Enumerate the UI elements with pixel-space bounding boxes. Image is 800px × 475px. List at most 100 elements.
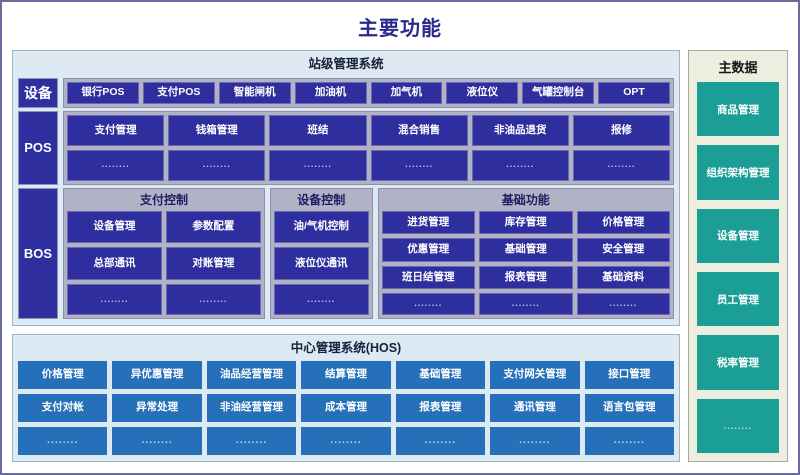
hos-cell[interactable]: 异优惠管理	[112, 361, 202, 389]
device-cell[interactable]: 加油机	[294, 82, 367, 104]
hos-cell[interactable]: 支付网关管理	[490, 361, 580, 389]
bos-cell[interactable]: 基础资料	[576, 265, 670, 290]
hos-cell[interactable]: 语言包管理	[584, 394, 674, 422]
pos-cell[interactable]: 混合销售	[370, 115, 468, 146]
hos-cell-more[interactable]: ........	[301, 427, 391, 455]
bos-cell-more[interactable]: ........	[576, 293, 670, 316]
hos-cell[interactable]: 异常处理	[112, 394, 202, 422]
tier-row-pos: POS 支付管理 钱箱管理 班结 混合销售 非油品退货 报修 ........	[18, 111, 674, 185]
hos-cell-more[interactable]: ........	[395, 427, 486, 455]
bos-cell-more[interactable]: ........	[67, 283, 162, 315]
hos-cell[interactable]: 结算管理	[301, 361, 391, 389]
pos-cell-row: 支付管理 钱箱管理 班结 混合销售 非油品退货 报修	[67, 115, 671, 146]
device-cell[interactable]: 支付POS	[142, 82, 215, 104]
pos-cell[interactable]: 班结	[269, 115, 367, 146]
bos-cell[interactable]: 设备管理	[67, 210, 162, 244]
bos-cell-row: 油/气机控制	[273, 210, 369, 244]
hos-cell[interactable]: 油品经营管理	[206, 361, 297, 389]
bos-cell[interactable]: 进货管理	[381, 210, 475, 235]
bos-group-title: 基础功能	[501, 192, 550, 207]
hos-grid: 价格管理 异优惠管理 油品经营管理 结算管理 基础管理 支付网关管理 接口管理 …	[18, 361, 674, 455]
tier-label-device: 设备	[18, 78, 58, 108]
pos-cell-more[interactable]: ........	[370, 149, 468, 181]
hos-cell[interactable]: 通讯管理	[490, 394, 580, 422]
sidebar-item-more[interactable]: ........	[697, 398, 779, 453]
bos-cell-row-more: ........ ........ ........	[381, 293, 670, 316]
bos-cell[interactable]: 优惠管理	[381, 238, 475, 262]
bos-cell[interactable]: 液位仪通讯	[273, 247, 369, 280]
pos-cell-more[interactable]: ........	[168, 149, 266, 181]
bos-group-payment-control: 支付控制 设备管理 参数配置 总部通讯 对账管理	[63, 187, 265, 319]
bos-cell-more[interactable]: ........	[165, 283, 261, 315]
bos-cell[interactable]: 班日结管理	[381, 265, 475, 290]
tier-body-device: 银行POS 支付POS 智能闸机 加油机 加气机 液位仪 气罐控制台 OPT	[63, 78, 674, 108]
hos-cell-row-more: ........ ........ ........ ........ ....…	[18, 427, 674, 455]
hos-cell[interactable]: 价格管理	[18, 361, 108, 389]
bos-cell[interactable]: 价格管理	[576, 210, 670, 235]
station-management-panel: 站级管理系统 设备 银行POS 支付POS 智能闸机 加油机 加气机 液位仪 气…	[12, 50, 680, 326]
hos-cell-more[interactable]: ........	[206, 427, 297, 455]
pos-cell[interactable]: 支付管理	[67, 115, 165, 146]
sidebar-items: 商品管理 组织架构管理 设备管理 员工管理 税率管理 ........	[697, 82, 779, 453]
hos-cell[interactable]: 支付对帐	[18, 394, 108, 422]
pos-cell-more[interactable]: ........	[572, 149, 671, 181]
bos-cell-more[interactable]: ........	[273, 283, 369, 315]
bos-cell-row: 设备管理 参数配置	[67, 210, 261, 244]
device-cell[interactable]: 液位仪	[446, 82, 519, 104]
pos-cell[interactable]: 非油品退货	[471, 115, 569, 146]
sidebar-item-device[interactable]: 设备管理	[697, 208, 779, 263]
device-cell-row: 银行POS 支付POS 智能闸机 加油机 加气机 液位仪 气罐控制台 OPT	[67, 82, 670, 104]
pos-cell-more[interactable]: ........	[471, 149, 569, 181]
hos-panel: 中心管理系统(HOS) 价格管理 异优惠管理 油品经营管理 结算管理 基础管理 …	[12, 334, 680, 462]
left-column: 站级管理系统 设备 银行POS 支付POS 智能闸机 加油机 加气机 液位仪 气…	[12, 50, 680, 462]
bos-cell-more[interactable]: ........	[381, 293, 475, 316]
bos-cell[interactable]: 油/气机控制	[273, 210, 369, 244]
bos-cell[interactable]: 报表管理	[479, 265, 573, 290]
diagram-body: 站级管理系统 设备 银行POS 支付POS 智能闸机 加油机 加气机 液位仪 气…	[12, 50, 788, 462]
bos-cell[interactable]: 总部通讯	[67, 247, 162, 280]
hos-cell[interactable]: 非油经营管理	[206, 394, 297, 422]
bos-group-title: 支付控制	[139, 192, 188, 207]
sidebar-item-org-structure[interactable]: 组织架构管理	[697, 145, 779, 200]
bos-cell-more[interactable]: ........	[479, 293, 573, 316]
bos-cell[interactable]: 对账管理	[165, 247, 261, 280]
pos-cell-more[interactable]: ........	[67, 149, 165, 181]
bos-cell[interactable]: 安全管理	[576, 238, 670, 262]
tier-label-pos: POS	[18, 111, 58, 185]
bos-cell-row: 液位仪通讯	[273, 247, 369, 280]
bos-group-body: 进货管理 库存管理 价格管理 优惠管理 基础管理 安全管理	[381, 210, 670, 316]
bos-cell[interactable]: 参数配置	[165, 210, 261, 244]
bos-cell[interactable]: 基础管理	[479, 238, 573, 262]
tier-label-bos: BOS	[18, 187, 58, 319]
device-cell[interactable]: 银行POS	[67, 82, 139, 104]
device-cell[interactable]: OPT	[598, 82, 670, 104]
bos-cell-row: 进货管理 库存管理 价格管理	[381, 210, 670, 235]
hos-cell-row: 支付对帐 异常处理 非油经营管理 成本管理 报表管理 通讯管理 语言包管理	[18, 394, 674, 422]
pos-cell-row-more: ........ ........ ........ ........ ....…	[67, 149, 671, 181]
pos-cell[interactable]: 钱箱管理	[168, 115, 266, 146]
tier-row-bos: BOS 支付控制 设备管理 参数配置 总部通讯	[18, 187, 674, 319]
sidebar-item-tax-rate[interactable]: 税率管理	[697, 335, 779, 390]
hos-cell[interactable]: 报表管理	[395, 394, 486, 422]
sidebar-item-employee[interactable]: 员工管理	[697, 271, 779, 327]
hos-cell-more[interactable]: ........	[584, 427, 674, 455]
bos-groups: 支付控制 设备管理 参数配置 总部通讯 对账管理	[63, 187, 674, 319]
device-cell[interactable]: 加气机	[370, 82, 443, 104]
hos-cell[interactable]: 接口管理	[584, 361, 674, 389]
bos-cell-row-more: ........	[273, 283, 369, 315]
tier-row-device: 设备 银行POS 支付POS 智能闸机 加油机 加气机 液位仪 气罐控制台 OP…	[18, 78, 674, 108]
hos-cell[interactable]: 基础管理	[395, 361, 486, 389]
hos-cell[interactable]: 成本管理	[301, 394, 391, 422]
hos-cell-more[interactable]: ........	[490, 427, 580, 455]
pos-cell[interactable]: 报修	[572, 115, 671, 146]
sidebar-item-goods[interactable]: 商品管理	[697, 82, 779, 137]
bos-cell[interactable]: 库存管理	[479, 210, 573, 235]
device-cell[interactable]: 气罐控制台	[522, 82, 595, 104]
hos-cell-more[interactable]: ........	[112, 427, 202, 455]
device-cell[interactable]: 智能闸机	[218, 82, 291, 104]
page-title: 主要功能	[358, 18, 442, 40]
hos-cell-more[interactable]: ........	[18, 427, 108, 455]
master-data-sidebar: 主数据 商品管理 组织架构管理 设备管理 员工管理 税率管理 ........	[688, 50, 788, 462]
pos-cell-more[interactable]: ........	[269, 149, 367, 181]
